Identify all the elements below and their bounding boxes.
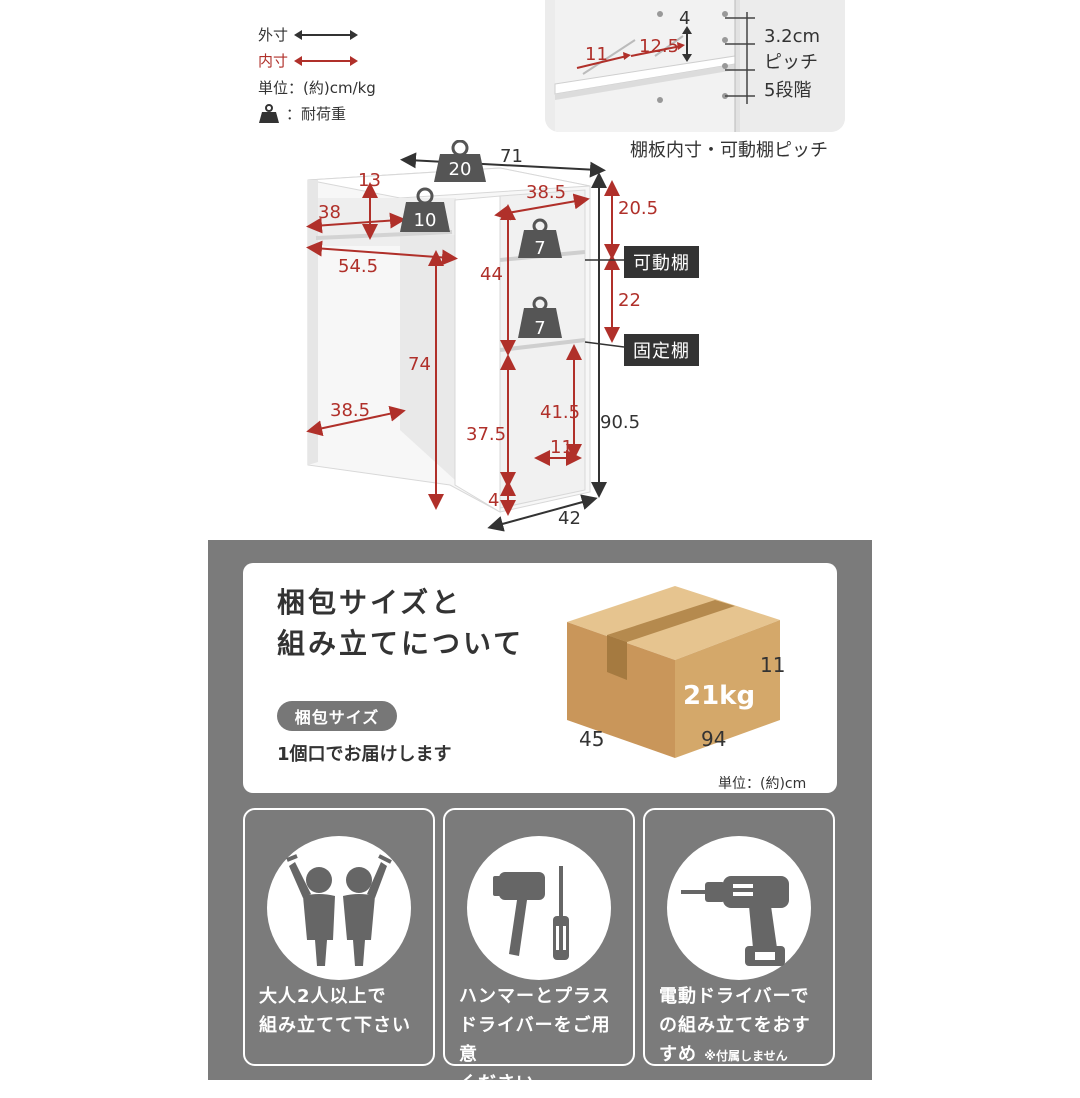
cabinet-diagram: 71 90.5 42 20 13 38 10 54.5 74 38.5 38.5… bbox=[306, 140, 658, 532]
hammer-screwdriver-icon bbox=[493, 866, 569, 960]
package-unit: 単位：(約)cm bbox=[718, 776, 807, 792]
legend-unit: 単位：(約)cm/kg bbox=[258, 77, 376, 98]
right-shelf-weight-label-2: 7 bbox=[534, 318, 545, 339]
left-shelf-weight-label: 10 bbox=[414, 210, 437, 231]
pitch-value-label: 3.2cm bbox=[764, 26, 820, 47]
pitch-depth-label: 11 bbox=[585, 44, 608, 65]
assembly-line: 大人2人以上で bbox=[259, 986, 387, 1007]
shelf-pitch-caption: 棚板内寸・可動棚ピッチ bbox=[630, 140, 828, 161]
package-note: 1個口でお届けします bbox=[277, 744, 452, 765]
pitch-width-label: 12.5 bbox=[639, 36, 679, 57]
assembly-circle bbox=[467, 836, 611, 980]
package-title-line2: 組み立てについて bbox=[277, 627, 525, 660]
right-width-label: 38.5 bbox=[526, 182, 566, 203]
package-title-line1: 梱包サイズと bbox=[277, 586, 463, 619]
left-shelf-depth-label: 38 bbox=[318, 202, 341, 223]
assembly-note: ※付属しません bbox=[704, 1049, 788, 1063]
right-lower-inner-label: 37.5 bbox=[466, 424, 506, 445]
assembly-card-tools: ハンマーとプラス ドライバーをご用意 ください bbox=[443, 808, 635, 1094]
assembly-card-drill: 電動ドライバーで の組み立てをおす すめ ※付属しません bbox=[643, 808, 835, 1066]
pitch-steps-label: 5段階 bbox=[764, 80, 811, 101]
legend-outer: 外寸 bbox=[258, 24, 359, 45]
left-shelf-weight-icon bbox=[400, 187, 450, 232]
legend-unit-label: 単位：(約)cm/kg bbox=[258, 79, 376, 97]
legend-load-label: ：耐荷重 bbox=[286, 105, 347, 123]
right-total-label: 44 bbox=[480, 264, 503, 285]
legend-load: ：耐荷重 bbox=[258, 103, 346, 124]
right-shelf-weight-label-1: 7 bbox=[534, 238, 545, 259]
assembly-line: ドライバーをご用意 bbox=[459, 1015, 611, 1065]
outer-height-label: 90.5 bbox=[600, 412, 640, 433]
assembly-line-end: すめ bbox=[659, 1044, 697, 1065]
pitch-thickness-label: 4 bbox=[679, 8, 690, 29]
right-middle-label: 22 bbox=[618, 290, 641, 311]
outer-width-label: 71 bbox=[500, 146, 523, 167]
left-bottom-depth-label: 38.5 bbox=[330, 400, 370, 421]
shelf-tag-leaders bbox=[584, 259, 625, 348]
left-height-label: 74 bbox=[408, 354, 431, 375]
top-weight-icon bbox=[434, 140, 486, 182]
assembly-line: 組み立てて下さい bbox=[259, 1015, 411, 1036]
right-base-label: 4 bbox=[488, 490, 499, 511]
assembly-line: すめ ※付属しません bbox=[659, 1040, 825, 1071]
assembly-line: ください bbox=[459, 1073, 535, 1094]
pitch-word-label: ピッチ bbox=[764, 52, 818, 73]
outer-arrow-icon bbox=[294, 29, 359, 40]
box-weight-label: 21kg bbox=[683, 681, 755, 711]
left-width-label: 54.5 bbox=[338, 256, 378, 277]
weight-icon bbox=[259, 103, 279, 123]
power-drill-icon bbox=[681, 876, 789, 966]
right-plinth-depth-label: 11 bbox=[550, 437, 573, 458]
top-weight-label: 20 bbox=[449, 159, 472, 180]
fixed-shelf-tag: 固定棚 bbox=[624, 334, 699, 366]
right-shelf-weight-icon-2 bbox=[518, 296, 562, 338]
assembly-circle bbox=[667, 836, 811, 980]
legend-inner-label: 内寸 bbox=[258, 52, 289, 70]
outer-depth-label: 42 bbox=[558, 508, 581, 529]
assembly-circle bbox=[267, 836, 411, 980]
inner-arrow-icon bbox=[294, 55, 359, 66]
legend-outer-label: 外寸 bbox=[258, 26, 289, 44]
box-height-label: 11 bbox=[760, 653, 785, 677]
assembly-line: 電動ドライバーで bbox=[659, 986, 810, 1007]
assembly-line: の組み立てをおす bbox=[659, 1015, 811, 1036]
assembly-card-people: 大人2人以上で 組み立てて下さい bbox=[243, 808, 435, 1066]
legend-inner: 内寸 bbox=[258, 50, 359, 71]
left-top-opening-label: 13 bbox=[358, 170, 381, 191]
movable-shelf-tag: 可動棚 bbox=[624, 246, 699, 278]
shelf-pitch-detail: 11 12.5 4 3.2cm ピッチ 5段階 bbox=[545, 0, 845, 132]
assembly-line: ハンマーとプラス bbox=[459, 986, 611, 1007]
right-upper-label: 20.5 bbox=[618, 198, 658, 219]
right-shelf-weight-icon-1 bbox=[518, 218, 562, 258]
shelf-pitch-illustration: 11 12.5 4 3.2cm ピッチ 5段階 bbox=[545, 0, 845, 132]
box-depth-label: 45 bbox=[579, 727, 604, 751]
cardboard-box-icon: 11 21kg 45 94 bbox=[567, 586, 785, 758]
box-width-label: 94 bbox=[701, 727, 726, 751]
two-people-icon bbox=[286, 854, 392, 966]
right-lower-outer-label: 41.5 bbox=[540, 402, 580, 423]
package-size-badge: 梱包サイズ bbox=[277, 701, 397, 731]
